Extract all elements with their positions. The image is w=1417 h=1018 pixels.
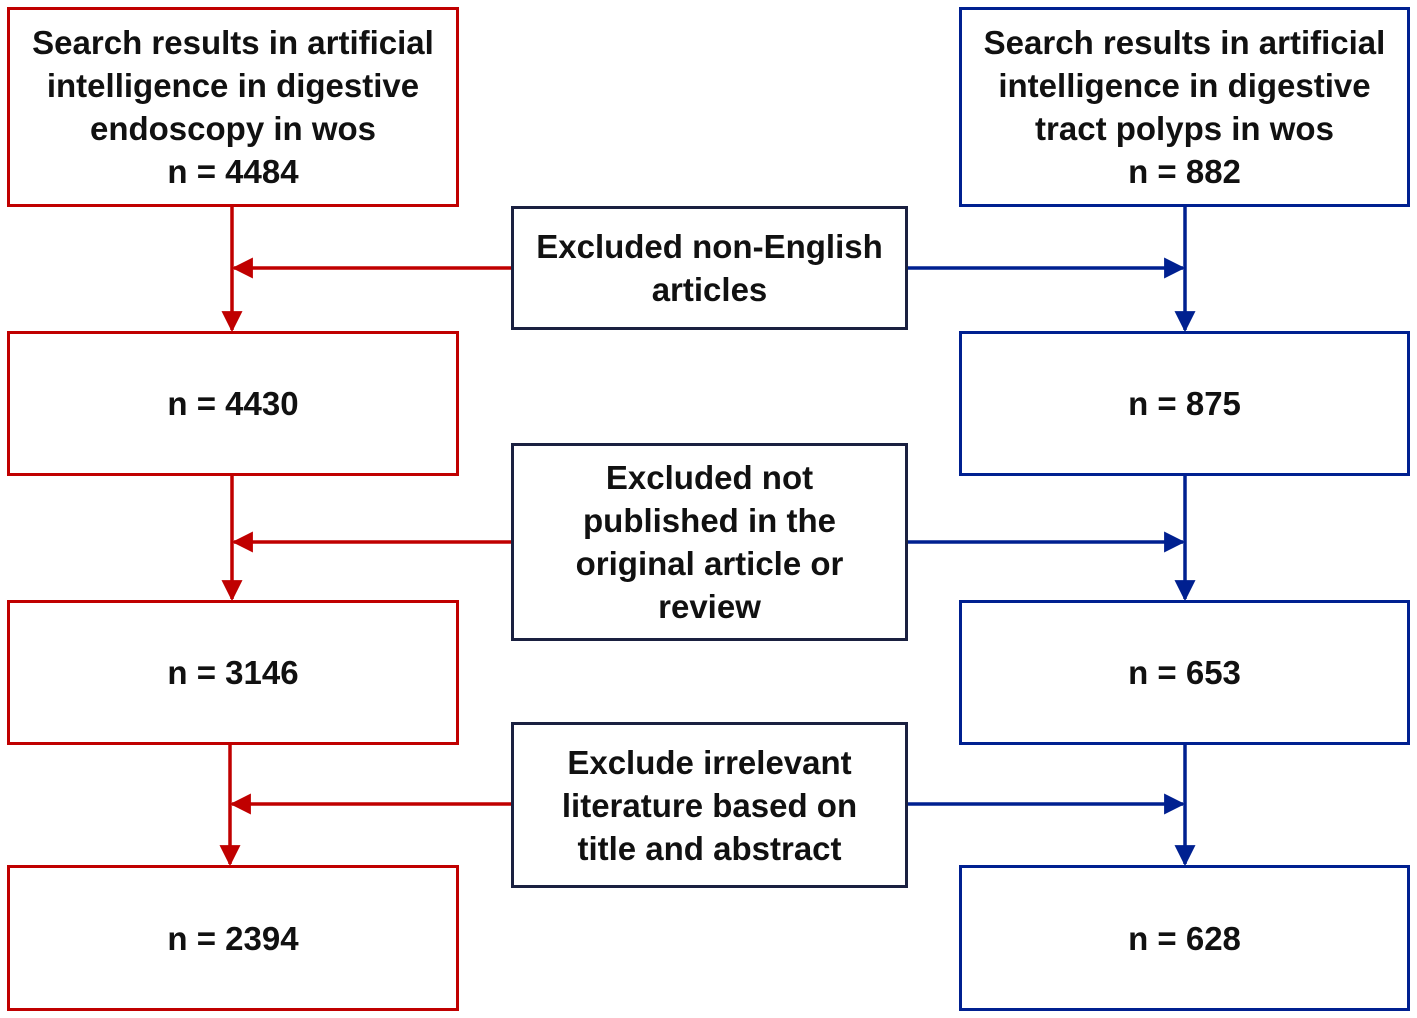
exclusion-not-published-line-2: published in the bbox=[583, 502, 836, 539]
exclusion-box-non-english: Excluded non-English articles bbox=[511, 206, 908, 330]
right-step3-box: n = 628 bbox=[959, 865, 1410, 1011]
left-step1-box: n = 4430 bbox=[7, 331, 459, 476]
left-search-count: n = 4484 bbox=[167, 153, 299, 190]
left-step2-count: n = 3146 bbox=[167, 654, 299, 691]
exclusion-non-english-line-2: articles bbox=[651, 271, 768, 308]
exclusion-not-published-line-1: Excluded not bbox=[605, 459, 814, 496]
exclusion-box-not-published: Excluded not published in the original a… bbox=[511, 443, 908, 641]
right-search-line-3: tract polyps in wos bbox=[1035, 110, 1334, 147]
left-step3-box: n = 2394 bbox=[7, 865, 459, 1011]
exclusion-irrelevant-line-1: Exclude irrelevant bbox=[567, 743, 852, 781]
left-search-line-2: intelligence in digestive bbox=[46, 67, 420, 104]
right-step3-count: n = 628 bbox=[1128, 919, 1241, 957]
left-search-line-1: Search results in artificial bbox=[32, 24, 434, 61]
left-step3-count: n = 2394 bbox=[167, 919, 299, 957]
right-search-box: Search results in artificial intelligenc… bbox=[959, 7, 1410, 207]
left-search-line-3: endoscopy in wos bbox=[89, 110, 377, 147]
left-step1-count: n = 4430 bbox=[167, 385, 299, 422]
right-step2-count: n = 653 bbox=[1128, 654, 1241, 691]
right-step2-box: n = 653 bbox=[959, 600, 1410, 745]
left-search-box: Search results in artificial intelligenc… bbox=[7, 7, 459, 207]
left-step2-box: n = 3146 bbox=[7, 600, 459, 745]
right-search-count: n = 882 bbox=[1128, 153, 1241, 190]
right-step1-count: n = 875 bbox=[1128, 385, 1241, 422]
exclusion-not-published-line-3: original article or bbox=[575, 545, 844, 582]
right-step1-box: n = 875 bbox=[959, 331, 1410, 476]
exclusion-irrelevant-line-2: literature based on bbox=[561, 786, 858, 824]
exclusion-irrelevant-line-3: title and abstract bbox=[577, 829, 842, 867]
exclusion-not-published-line-4: review bbox=[658, 588, 761, 625]
right-search-line-2: intelligence in digestive bbox=[998, 67, 1371, 104]
right-search-line-1: Search results in artificial bbox=[983, 24, 1386, 61]
exclusion-non-english-line-1: Excluded non-English bbox=[536, 228, 883, 265]
exclusion-box-irrelevant: Exclude irrelevant literature based on t… bbox=[511, 722, 908, 888]
